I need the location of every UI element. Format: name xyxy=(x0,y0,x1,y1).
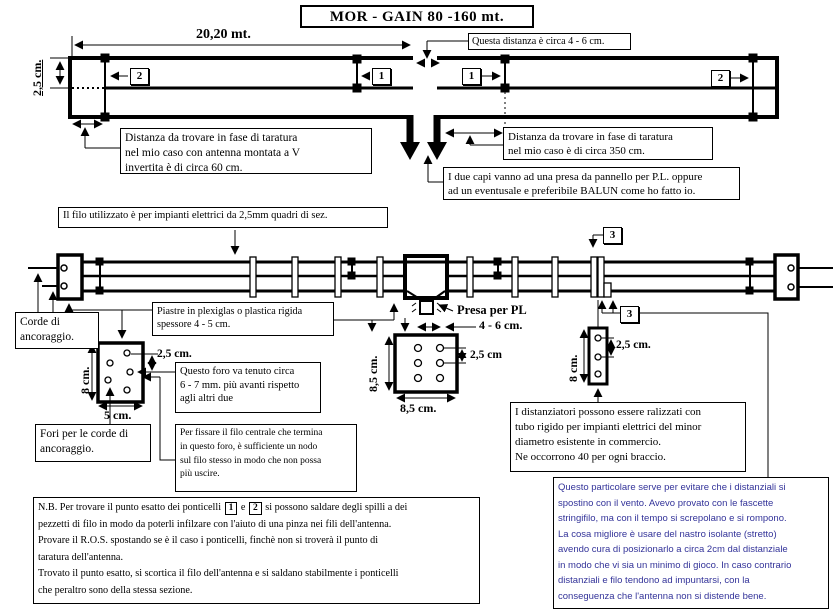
spacer-3-label-bottom: 3 xyxy=(620,306,639,323)
anchor-holes-note: Fori per le corde di ancoraggio. xyxy=(35,424,151,462)
jumper-2-right-label: 2 xyxy=(711,70,730,87)
gap-note: Questa distanza è circa 4 - 6 cm. xyxy=(468,33,631,50)
left-plate-detail xyxy=(87,341,175,461)
jumper-1-right-label: 1 xyxy=(462,68,481,85)
jumper-1-inline-label: 1 xyxy=(224,502,238,515)
spacer-height-label: 8 cm. xyxy=(566,354,580,382)
plates-note: Piastre in plexiglas o plastica rigida s… xyxy=(152,302,334,336)
right-tuning-note: Distanza da trovare in fase di taratura … xyxy=(503,127,713,160)
center-plate-detail xyxy=(384,318,476,403)
wire-note: Il filo utilizzato è per impianti elettr… xyxy=(58,207,388,228)
nb-text: e xyxy=(240,502,246,513)
nb-line-4: taratura dell'antenna. xyxy=(38,551,123,563)
nb-note: N.B. Per trovare il punto esatto dei pon… xyxy=(33,497,480,604)
anchor-cords-label: Corde di ancoraggio. xyxy=(15,312,99,349)
center-plate-width-label: 8,5 cm. xyxy=(400,401,437,415)
wire-jumpers xyxy=(95,257,754,295)
center-wire-note: Per fissare il filo centrale che termina… xyxy=(175,424,357,492)
middle-leaders xyxy=(33,234,769,478)
left-plate-height-label: 8 cm. xyxy=(78,366,92,394)
top-dimensions xyxy=(50,36,749,183)
left-plate-hole-gap-label: 2,5 cm. xyxy=(157,348,192,360)
nb-line-1: N.B. Per trovare il punto esatto dei pon… xyxy=(38,500,475,517)
center-plate-hole-gap-label: 2,5 cm xyxy=(470,349,502,361)
top-antenna xyxy=(50,36,779,183)
jumper-2-left xyxy=(100,53,110,122)
jumper-1-left xyxy=(352,54,362,93)
nb-line-6: che peraltro sono della stessa sezione. xyxy=(38,584,193,596)
spacers xyxy=(249,256,612,298)
pl-socket-label: Presa per PL xyxy=(457,303,527,317)
feed-note: I due capi vanno ad una presa da pannell… xyxy=(443,167,740,200)
center-gap-label: 4 - 6 cm. xyxy=(479,318,523,332)
pl-socket xyxy=(406,290,454,315)
wire-spacing-label: 2,5 cm. xyxy=(30,59,44,96)
nb-line-5: Trovato il punto esatto, si scortica il … xyxy=(38,568,399,579)
nb-line-2: pezzetti di filo in modo da poterli infi… xyxy=(38,518,392,530)
jumper-2-right xyxy=(748,53,758,122)
nb-text: si possono saldare degli spilli a dei xyxy=(265,502,408,513)
spacer-3-label-top: 3 xyxy=(603,227,622,244)
nb-text: N.B. Per trovare il punto esatto dei pon… xyxy=(38,502,222,513)
jumper-2-inline-label: 2 xyxy=(248,502,262,515)
jumper-2-left-label: 2 xyxy=(130,68,149,85)
center-plate-height-label: 8,5 cm. xyxy=(366,355,380,392)
right-end-plate xyxy=(773,253,800,301)
feed-wire-arrows xyxy=(400,115,447,160)
page-title: MOR - GAIN 80 -160 mt. xyxy=(300,5,534,28)
spacer-detail xyxy=(579,326,616,402)
spacer-hole-gap-label: 2,5 cm. xyxy=(616,339,651,351)
left-tuning-note: Distanza da trovare in fase di taratura … xyxy=(120,128,372,174)
spacers-note: I distanziatori possono essere ralizzati… xyxy=(510,402,746,472)
jumper-1-right xyxy=(500,54,510,133)
middle-antenna xyxy=(28,230,833,478)
nb-line-3: Provare il R.O.S. spostando se è il caso… xyxy=(38,535,379,546)
left-plate-width-label: 5 cm. xyxy=(104,408,132,422)
span-dimension-label: 20,20 mt. xyxy=(196,27,251,42)
tape-note: Questo particolare serve per evitare che… xyxy=(553,477,829,609)
left-end-plate xyxy=(56,253,84,301)
jumper-1-left-label: 1 xyxy=(372,68,391,85)
offset-hole-note: Questo foro va tenuto circa 6 - 7 mm. pi… xyxy=(175,362,321,413)
